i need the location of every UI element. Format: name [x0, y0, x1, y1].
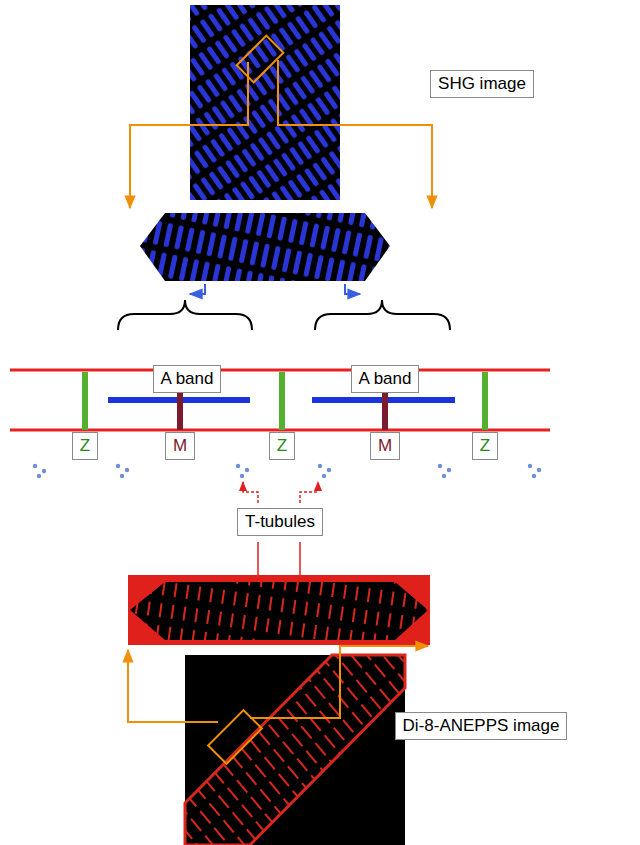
membrane-line [10, 369, 550, 372]
box-label: M [378, 436, 392, 456]
z-label: Z [72, 432, 98, 460]
t-tubule-pointer [300, 482, 318, 503]
box-label: Di-8-ANEPPS image [403, 716, 560, 736]
box-label: Z [480, 436, 490, 456]
zoomed-fibre [128, 575, 430, 645]
brace [315, 300, 450, 330]
box-label: Z [80, 436, 90, 456]
box-label: A band [161, 369, 214, 389]
box-label: SHG image [438, 74, 526, 94]
band-label: A band [153, 365, 222, 393]
m-label: M [370, 432, 400, 460]
zoomed-fibre [140, 213, 390, 281]
pointer-arrow [190, 284, 205, 294]
zoom-box [237, 36, 284, 83]
box-label: Z [277, 436, 287, 456]
z-label: Z [269, 432, 295, 460]
band-label: A band [351, 365, 420, 393]
shg-micrograph [190, 5, 340, 200]
image-label: SHG image [430, 70, 534, 98]
m-label: M [165, 432, 195, 460]
zoom-leader [128, 650, 218, 722]
box-label: A band [359, 369, 412, 389]
t-tubule-pointer [257, 542, 259, 575]
z-line [82, 372, 88, 430]
z-line [279, 372, 285, 430]
z-line [482, 372, 488, 430]
zoomed-fibre [130, 582, 428, 640]
z-label: Z [472, 432, 498, 460]
t-tubule-dots [33, 464, 541, 478]
t-tubule-pointer [243, 482, 258, 503]
image-label: Di-8-ANEPPS image [395, 712, 568, 740]
zoom-leader [278, 60, 432, 208]
structure-label: T-tubules [237, 508, 323, 536]
t-tubule-pointer [299, 542, 301, 575]
box-label: T-tubules [245, 512, 315, 532]
zoom-leader [130, 62, 248, 208]
di8-micrograph [185, 655, 405, 845]
box-label: M [173, 436, 187, 456]
pointer-arrow [345, 284, 360, 294]
brace [118, 300, 252, 330]
di8-micrograph [185, 655, 405, 845]
zoom-leader [250, 646, 428, 718]
